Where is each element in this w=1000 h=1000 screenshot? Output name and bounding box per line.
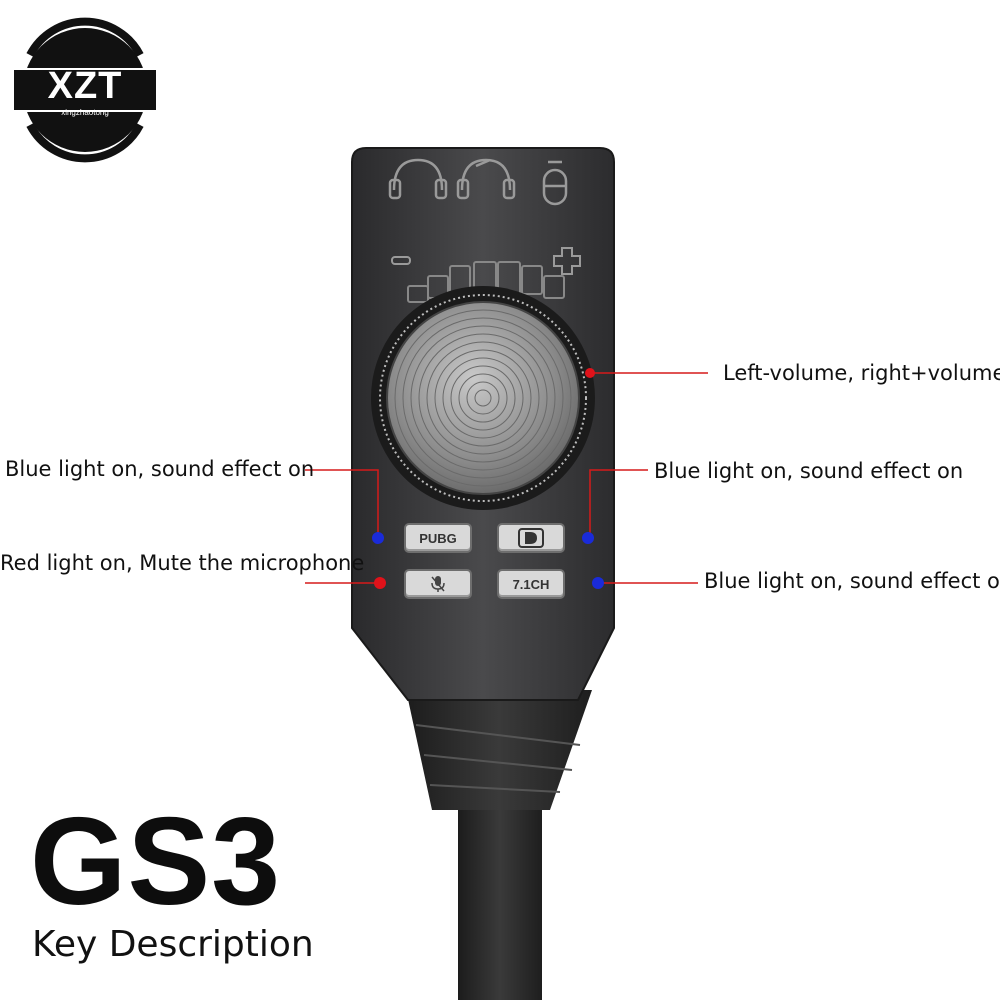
surround-button-label: 7.1CH bbox=[512, 576, 550, 592]
right-bottom-blue-indicator-light bbox=[592, 577, 604, 589]
volume-callout-label: Left-volume, right+volume bbox=[723, 361, 1000, 385]
logo-brand-text: XZT bbox=[47, 65, 123, 107]
brand-logo: XZT xingzhaotong bbox=[10, 15, 160, 165]
callout-leader-lines bbox=[305, 372, 708, 584]
microphone-muted-icon bbox=[431, 576, 445, 592]
product-model-title: GS3 bbox=[30, 793, 282, 931]
knob-callout-dot bbox=[585, 368, 595, 378]
right-top-sound-effect-callout-label: Blue light on, sound effect on bbox=[654, 459, 964, 483]
surround-7-1-button[interactable]: 7.1CH bbox=[497, 569, 565, 599]
pubg-button-label: PUBG bbox=[419, 530, 457, 546]
right-bottom-sound-effect-callout-label: Blue light on, sound effect on bbox=[704, 569, 1000, 593]
left-blue-indicator-light bbox=[372, 532, 384, 544]
microphone-jack-icon bbox=[542, 160, 568, 206]
volume-plus-icon bbox=[553, 247, 581, 275]
pubg-mode-button[interactable]: PUBG bbox=[404, 523, 472, 553]
logo-badge-icon bbox=[14, 17, 156, 163]
mic-mute-red-indicator-light bbox=[374, 577, 386, 589]
volume-knob[interactable] bbox=[371, 286, 595, 510]
left-sound-effect-callout-label: Blue light on, sound effect on bbox=[5, 457, 315, 481]
logo-tagline: xingzhaotong bbox=[61, 108, 109, 117]
headphone-jack-icon bbox=[388, 158, 448, 200]
product-subtitle: Key Description bbox=[32, 924, 314, 965]
headset-jack-icon bbox=[456, 158, 516, 200]
dolby-d-icon bbox=[518, 528, 544, 548]
right-top-blue-indicator-light bbox=[582, 532, 594, 544]
usb-cable bbox=[406, 690, 592, 1000]
mute-mic-callout-label: Red light on, Mute the microphone bbox=[0, 551, 365, 575]
mic-mute-button[interactable] bbox=[404, 569, 472, 599]
volume-minus-icon bbox=[391, 256, 411, 265]
dolby-mode-button[interactable] bbox=[497, 523, 565, 553]
